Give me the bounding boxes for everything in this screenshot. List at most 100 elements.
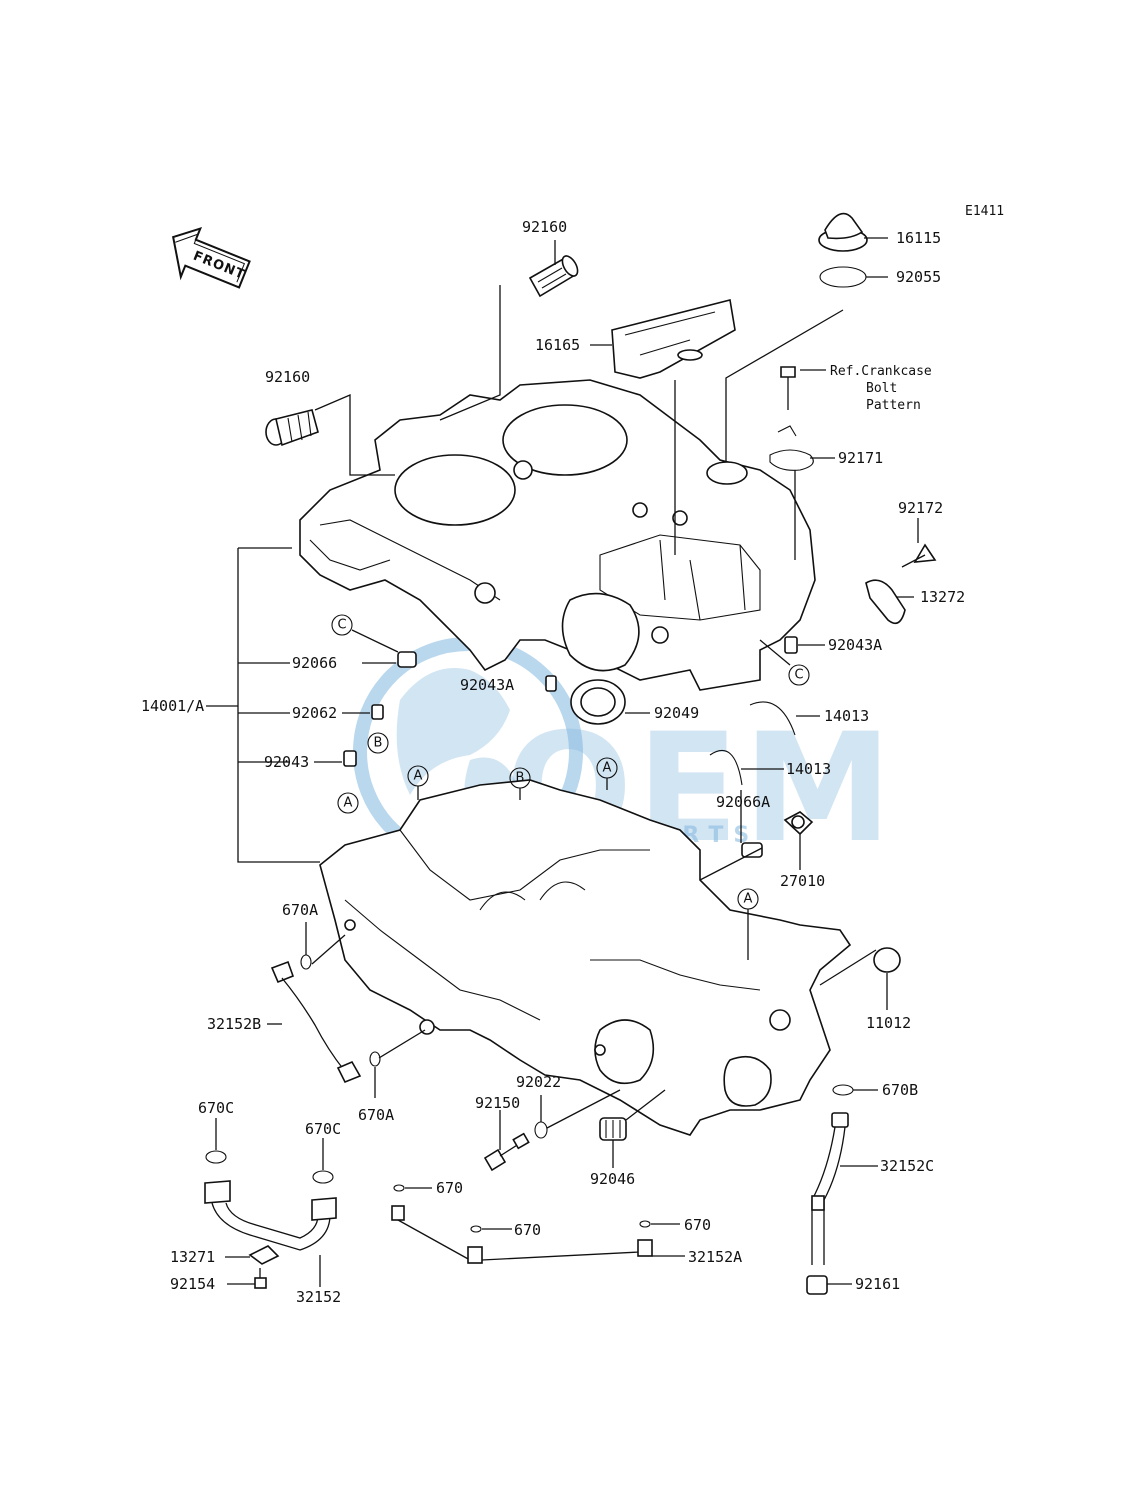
gasket-92171 xyxy=(769,425,814,471)
ref-note-line2: Bolt xyxy=(866,381,897,396)
callout-92066A: 92066A xyxy=(716,793,770,811)
callout-92160-left: 92160 xyxy=(265,368,310,386)
bush-92066 xyxy=(397,651,417,668)
svg-text:C: C xyxy=(794,668,803,683)
callout-16165: 16165 xyxy=(535,336,580,354)
bolt-92154 xyxy=(254,1268,267,1289)
callout-670A-bottom: 670A xyxy=(358,1106,394,1124)
pipe-32152C xyxy=(811,1112,849,1265)
callout-92161: 92161 xyxy=(855,1275,900,1293)
marker-a-left: A xyxy=(337,792,359,814)
callout-92062: 92062 xyxy=(292,704,337,722)
o-ring-670-b xyxy=(470,1225,482,1233)
marker-b-left: B xyxy=(367,732,389,754)
diagram-code: E1411 xyxy=(965,204,1004,219)
oil-seal-92049 xyxy=(570,679,626,725)
callout-14001A: 14001/A xyxy=(141,697,204,715)
dowel-92062 xyxy=(371,704,384,720)
callout-13271: 13271 xyxy=(170,1248,215,1266)
bush-92066A xyxy=(741,842,763,858)
bearing-92046 xyxy=(599,1117,627,1141)
svg-text:A: A xyxy=(344,796,353,811)
plug-92160-left xyxy=(265,409,319,447)
pipe-32152A xyxy=(391,1205,653,1264)
o-ring-670A-top xyxy=(300,954,312,970)
marker-c-top: C xyxy=(331,614,353,636)
callout-32152B: 32152B xyxy=(207,1015,261,1033)
svg-text:A: A xyxy=(414,769,423,784)
o-ring-670-c xyxy=(639,1220,651,1228)
callout-670-b: 670 xyxy=(514,1221,541,1239)
pipe-32152B xyxy=(270,960,362,1084)
clip-14013-b xyxy=(709,750,743,786)
callout-92022: 92022 xyxy=(516,1073,561,1091)
crankcase-bolt xyxy=(780,366,796,410)
bolt-92150 xyxy=(483,1132,530,1172)
callout-92154: 92154 xyxy=(170,1275,215,1293)
svg-text:A: A xyxy=(744,892,753,907)
callout-670-a: 670 xyxy=(436,1179,463,1197)
callout-92066: 92066 xyxy=(292,654,337,672)
screw-92172 xyxy=(901,543,937,568)
ref-note-line3: Pattern xyxy=(866,398,921,413)
dowel-92043 xyxy=(343,750,357,767)
plug-92160-top xyxy=(528,255,579,298)
callout-11012: 11012 xyxy=(866,1014,911,1032)
callout-670-c: 670 xyxy=(684,1216,711,1234)
collar-92161 xyxy=(806,1275,828,1295)
callout-92150: 92150 xyxy=(475,1094,520,1112)
o-ring-670C-right xyxy=(312,1170,334,1184)
ref-note-line1: Ref.Crankcase xyxy=(830,364,932,379)
callout-92043A-mid: 92043A xyxy=(460,676,514,694)
callout-92046: 92046 xyxy=(590,1170,635,1188)
o-ring-670B xyxy=(832,1084,854,1096)
o-ring-670-a xyxy=(393,1184,405,1192)
front-arrow-icon: FRONT xyxy=(172,227,251,289)
dowel-92043A-mid xyxy=(545,675,557,692)
callout-92172: 92172 xyxy=(898,499,943,517)
callout-27010: 27010 xyxy=(780,872,825,890)
callout-670A-top: 670A xyxy=(282,901,318,919)
svg-text:A: A xyxy=(603,761,612,776)
callout-14013-a: 14013 xyxy=(824,707,869,725)
marker-stems xyxy=(417,778,749,960)
callout-16115: 16115 xyxy=(896,229,941,247)
upper-crankcase xyxy=(299,379,816,691)
svg-text:B: B xyxy=(516,771,525,786)
marker-a-lower: A xyxy=(737,888,759,910)
callout-labels: 92160 16115 92055 16165 92160 92171 9217… xyxy=(141,218,965,1306)
callout-670B: 670B xyxy=(882,1081,918,1099)
callout-92171: 92171 xyxy=(838,449,883,467)
clamp-13271 xyxy=(248,1245,280,1265)
callout-92049: 92049 xyxy=(654,704,699,722)
pipe-32152 xyxy=(204,1180,337,1251)
callout-92043A-right: 92043A xyxy=(828,636,882,654)
dowel-92043A-right xyxy=(784,636,798,654)
callout-13272: 13272 xyxy=(920,588,965,606)
switch-27010 xyxy=(783,811,814,836)
washer-92022 xyxy=(534,1121,548,1139)
callout-32152C: 32152C xyxy=(880,1157,934,1175)
plate-13272 xyxy=(865,579,906,625)
svg-text:B: B xyxy=(374,736,383,751)
callout-32152: 32152 xyxy=(296,1288,341,1306)
seal-11012 xyxy=(873,947,901,973)
callout-92043: 92043 xyxy=(264,753,309,771)
callout-14013-b: 14013 xyxy=(786,760,831,778)
o-ring-92055 xyxy=(819,266,867,288)
callout-670C-left: 670C xyxy=(198,1099,234,1117)
callout-32152A: 32152A xyxy=(688,1248,742,1266)
lower-crankcase xyxy=(319,779,852,1136)
svg-text:C: C xyxy=(337,618,346,633)
o-ring-670C-left xyxy=(205,1150,227,1164)
o-ring-670A-bottom xyxy=(369,1051,381,1067)
oil-cap-16115 xyxy=(818,212,868,252)
clip-14013-a xyxy=(749,701,796,736)
callout-92055: 92055 xyxy=(896,268,941,286)
leader-lines xyxy=(206,237,919,1287)
callout-92160-top: 92160 xyxy=(522,218,567,236)
marker-c-right: C xyxy=(788,664,810,686)
baffle-plate-16165 xyxy=(611,299,736,379)
callout-670C-right: 670C xyxy=(305,1120,341,1138)
